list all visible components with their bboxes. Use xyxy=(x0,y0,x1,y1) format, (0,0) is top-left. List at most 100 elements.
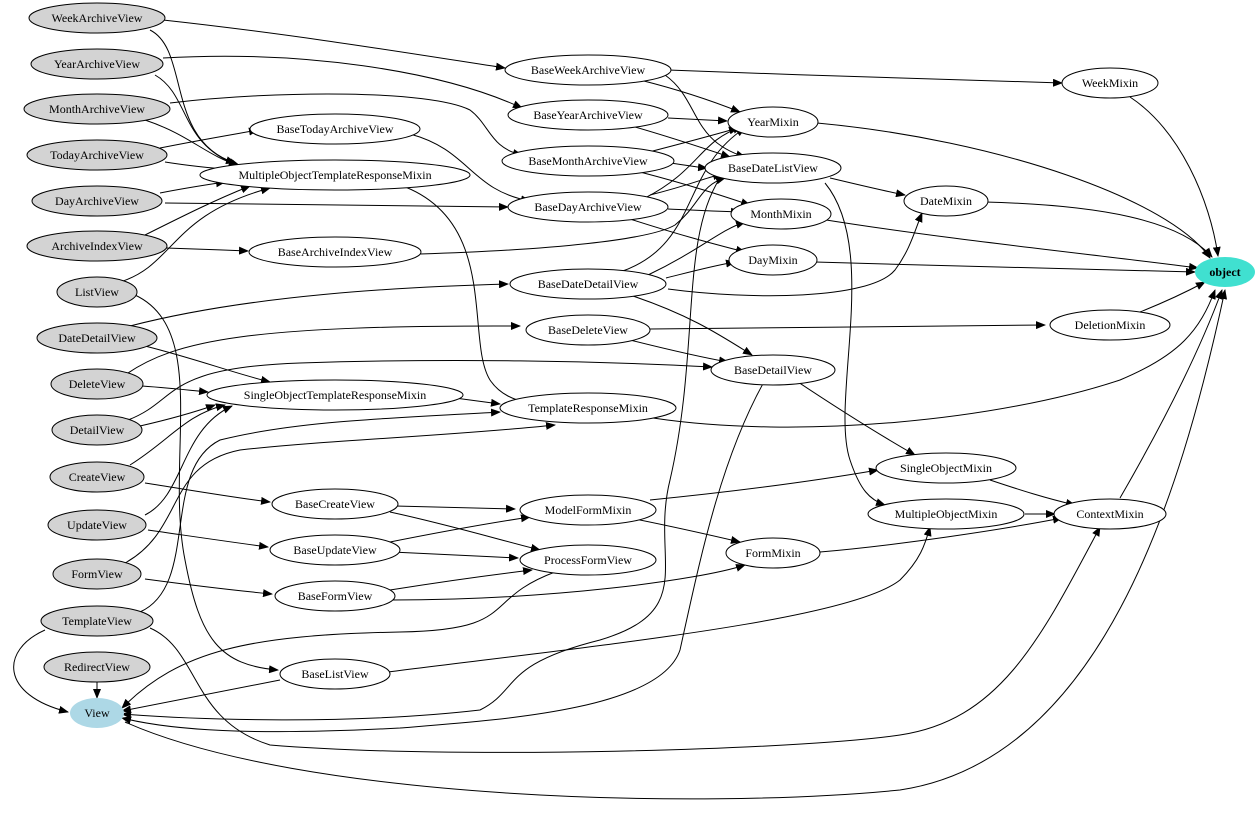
edge-formmixin-contextmixin xyxy=(819,515,1063,553)
node-detailview[interactable]: DetailView xyxy=(51,414,143,446)
node-basedayarchiveview[interactable]: BaseDayArchiveView xyxy=(507,191,669,223)
edge-basearchiveindexview-basedatelistview xyxy=(419,176,726,255)
node-monthmixin[interactable]: MonthMixin xyxy=(730,198,832,230)
node-basemontharchiveview[interactable]: BaseMonthArchiveView xyxy=(501,145,675,177)
node-basetodayarchiveview[interactable]: BaseTodayArchiveView xyxy=(249,113,421,145)
node-label: WeekArchiveView xyxy=(52,11,143,25)
node-daymixin[interactable]: DayMixin xyxy=(728,244,818,276)
node-baseyeararchiveview[interactable]: BaseYearArchiveView xyxy=(507,99,669,131)
edge-basemontharchiveview-monthmixin xyxy=(639,171,751,206)
node-yearmixin[interactable]: YearMixin xyxy=(727,106,819,138)
edge-archiveindexview-basearchiveindexview xyxy=(165,246,249,255)
node-label: ListView xyxy=(75,285,119,299)
edge-singleobjectmixin-contextmixin xyxy=(989,479,1076,507)
edge-updateview-baseupdateview xyxy=(147,529,269,550)
node-processformview[interactable]: ProcessFormView xyxy=(519,544,657,576)
edge-createview-basecreateview xyxy=(144,482,271,505)
node-dayarchiveview[interactable]: DayArchiveView xyxy=(31,185,163,217)
node-label: ModelFormMixin xyxy=(545,503,632,517)
node-label: MultipleObjectMixin xyxy=(895,507,998,521)
edge-basedatelistview-datemixin xyxy=(829,177,906,198)
node-yeararchiveview[interactable]: YearArchiveView xyxy=(30,48,164,80)
node-montharchiveview[interactable]: MonthArchiveView xyxy=(23,93,171,125)
node-label: object xyxy=(1209,265,1240,279)
node-singleobjectmixin[interactable]: SingleObjectMixin xyxy=(875,452,1017,484)
node-deletionmixin[interactable]: DeletionMixin xyxy=(1049,309,1171,341)
node-label: BaseDayArchiveView xyxy=(534,200,642,214)
edge-singleobjecttemplateresponsemixin-templateresponsemixin xyxy=(454,397,501,407)
node-baseweekarchiveview[interactable]: BaseWeekArchiveView xyxy=(504,54,672,86)
edge-createview-singleobjecttemplateresponsemixin xyxy=(129,403,226,466)
edges xyxy=(13,19,1228,800)
edge-basedatedetailview-datemixin xyxy=(667,212,923,297)
edge-listview-multipleobjecttemplateresponsemixin xyxy=(119,186,271,283)
edge-datedetailview-basedatedetailview xyxy=(129,280,509,327)
node-modelformmixin[interactable]: ModelFormMixin xyxy=(519,494,657,526)
edge-basedayarchiveview-yearmixin xyxy=(644,125,743,199)
node-label: TemplateResponseMixin xyxy=(528,401,648,415)
edge-baseformview-processformview xyxy=(389,567,533,591)
node-createview[interactable]: CreateView xyxy=(49,461,145,493)
node-listview[interactable]: ListView xyxy=(56,276,138,308)
node-baseformview[interactable]: BaseFormView xyxy=(274,580,396,612)
node-object[interactable]: object xyxy=(1195,257,1255,287)
node-todayarchiveview[interactable]: TodayArchiveView xyxy=(26,139,168,171)
node-label: BaseDateDetailView xyxy=(538,277,639,291)
node-label: FormMixin xyxy=(745,546,800,560)
edge-deletionmixin-object xyxy=(1139,281,1206,313)
node-basedeleteview[interactable]: BaseDeleteView xyxy=(525,314,651,346)
edge-templateview-view xyxy=(13,629,69,714)
edge-basedayarchiveview-monthmixin xyxy=(667,207,741,216)
edge-baseweekarchiveview-weekmixin xyxy=(667,69,1063,87)
node-label: View xyxy=(84,706,110,720)
node-formview[interactable]: FormView xyxy=(52,558,142,590)
node-label: BaseMonthArchiveView xyxy=(528,154,648,168)
edge-basedatedetailview-basedetailview xyxy=(629,294,753,356)
node-label: BaseListView xyxy=(301,667,369,681)
node-label: BaseUpdateView xyxy=(293,543,377,557)
node-archiveindexview[interactable]: ArchiveIndexView xyxy=(26,230,168,262)
node-multipleobjecttemplateresponsemixin[interactable]: MultipleObjectTemplateResponseMixin xyxy=(199,159,471,191)
node-basedatelistview[interactable]: BaseDateListView xyxy=(704,152,842,184)
edge-datemixin-object xyxy=(984,201,1213,258)
node-label: YearMixin xyxy=(747,115,798,129)
node-datedetailview[interactable]: DateDetailView xyxy=(36,322,158,354)
edge-basedayarchiveview-daymixin xyxy=(629,218,746,254)
node-basedatedetailview[interactable]: BaseDateDetailView xyxy=(509,268,667,300)
node-baselistview[interactable]: BaseListView xyxy=(279,658,391,690)
node-multipleobjectmixin[interactable]: MultipleObjectMixin xyxy=(867,498,1025,530)
node-updateview[interactable]: UpdateView xyxy=(47,509,147,541)
node-label: MonthArchiveView xyxy=(49,102,145,116)
node-view[interactable]: View xyxy=(70,698,124,728)
node-singleobjecttemplateresponsemixin[interactable]: SingleObjectTemplateResponseMixin xyxy=(206,379,464,411)
edge-yeararchiveview-baseyeararchiveview xyxy=(162,55,523,109)
edge-montharchiveview-basemontharchiveview xyxy=(169,93,523,157)
node-templateview[interactable]: TemplateView xyxy=(40,605,154,637)
node-label: BaseDateListView xyxy=(728,161,818,175)
node-weekmixin[interactable]: WeekMixin xyxy=(1061,67,1159,99)
node-formmixin[interactable]: FormMixin xyxy=(725,537,821,569)
edge-daymixin-object xyxy=(814,261,1196,276)
node-weekarchiveview[interactable]: WeekArchiveView xyxy=(28,2,166,34)
edge-formview-templateresponsemixin xyxy=(124,421,556,564)
edge-weekarchiveview-multipleobjecttemplateresponsemixin xyxy=(149,29,236,164)
node-basearchiveindexview[interactable]: BaseArchiveIndexView xyxy=(248,236,422,268)
edge-archiveindexview-multipleobjecttemplateresponsemixin xyxy=(144,185,251,236)
edge-listview-baselistview xyxy=(134,294,279,674)
edge-montharchiveview-multipleobjecttemplateresponsemixin xyxy=(144,119,241,168)
node-basecreateview[interactable]: BaseCreateView xyxy=(271,488,399,520)
node-label: DeleteView xyxy=(69,377,126,391)
node-templateresponsemixin[interactable]: TemplateResponseMixin xyxy=(499,392,677,424)
node-contextmixin[interactable]: ContextMixin xyxy=(1053,498,1167,530)
edge-baseupdateview-processformview xyxy=(391,551,519,562)
edge-basedetailview-singleobjectmixin xyxy=(794,379,916,456)
edge-basemontharchiveview-yearmixin xyxy=(644,126,739,154)
node-datemixin[interactable]: DateMixin xyxy=(903,185,989,217)
node-deleteview[interactable]: DeleteView xyxy=(50,368,144,400)
node-basedetailview[interactable]: BaseDetailView xyxy=(710,354,836,386)
node-redirectview[interactable]: RedirectView xyxy=(43,651,151,683)
edge-dayarchiveview-multipleobjecttemplateresponsemixin xyxy=(159,179,226,194)
node-label: TodayArchiveView xyxy=(50,148,144,162)
node-baseupdateview[interactable]: BaseUpdateView xyxy=(269,534,401,566)
node-label: BaseWeekArchiveView xyxy=(531,63,646,77)
